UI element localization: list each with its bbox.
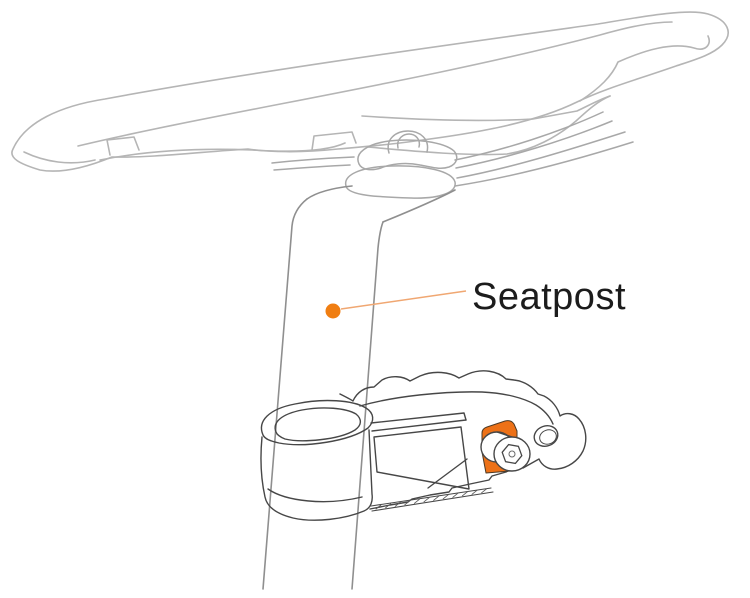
rail-rear-3 xyxy=(456,131,626,179)
rail-rear-2 xyxy=(455,120,613,169)
clamp-ear-hole xyxy=(533,425,559,447)
clamp-slot-line-2 xyxy=(371,491,494,512)
clamp-slot-line-1 xyxy=(370,487,492,507)
saddle-rear-fold xyxy=(579,35,710,102)
clamp-collar-rim-outer xyxy=(260,399,374,446)
clamp-body-inner-top xyxy=(359,391,554,425)
clamp-mid-strip-2 xyxy=(371,419,467,432)
saddle-rails xyxy=(271,111,634,187)
callout-dot xyxy=(325,303,341,319)
rail-front-2 xyxy=(273,164,351,171)
clamp-bolt xyxy=(480,431,531,472)
post-shoulder-right xyxy=(382,189,456,223)
post-edge-right xyxy=(351,221,384,590)
bolt-hex-socket xyxy=(501,443,523,465)
callout-leader-line xyxy=(340,290,467,310)
clamp-body-outline xyxy=(339,370,587,510)
ear-hole-outer xyxy=(533,425,559,447)
head-upper-plate xyxy=(357,139,458,171)
saddle-under-panel-bottom xyxy=(367,95,611,156)
saddle-top-rim-line xyxy=(77,21,673,147)
saddle-under-panel-top xyxy=(361,95,611,122)
clamp-collar-rim-inner xyxy=(274,407,362,442)
clamp-side-panel xyxy=(373,426,470,490)
clamp-mid-strip-1 xyxy=(370,412,467,424)
head-lower-plate xyxy=(345,165,456,199)
seatpost-tube xyxy=(262,185,456,590)
saddle-nose-line xyxy=(23,151,96,164)
saddle-rail-bracket xyxy=(311,131,357,151)
ear-hole-inner xyxy=(539,429,557,445)
bolt-socket-center xyxy=(508,450,516,458)
post-shoulder-left xyxy=(306,185,353,200)
callout: Seatpost xyxy=(325,276,626,319)
clamp-collar-band xyxy=(260,429,373,521)
saddle xyxy=(11,11,729,172)
seatpost-head-clamp xyxy=(345,130,458,199)
saddle-underside-seam xyxy=(99,142,346,161)
clamp-slot-hatching xyxy=(375,488,488,510)
clamp-collar-band-inner xyxy=(267,488,363,503)
rail-rear-1 xyxy=(454,111,604,161)
saddle-front-tab xyxy=(106,136,140,156)
saddle-outline xyxy=(11,11,729,172)
seatpost-clamp xyxy=(260,370,587,521)
seatpost-label: Seatpost xyxy=(472,276,626,318)
bolt-barrel-side-top xyxy=(496,431,513,438)
rail-rear-4 xyxy=(454,141,634,187)
rail-front-1 xyxy=(271,156,355,164)
clamp-panel-shadow-line xyxy=(427,458,468,489)
post-edge-left xyxy=(262,198,308,590)
